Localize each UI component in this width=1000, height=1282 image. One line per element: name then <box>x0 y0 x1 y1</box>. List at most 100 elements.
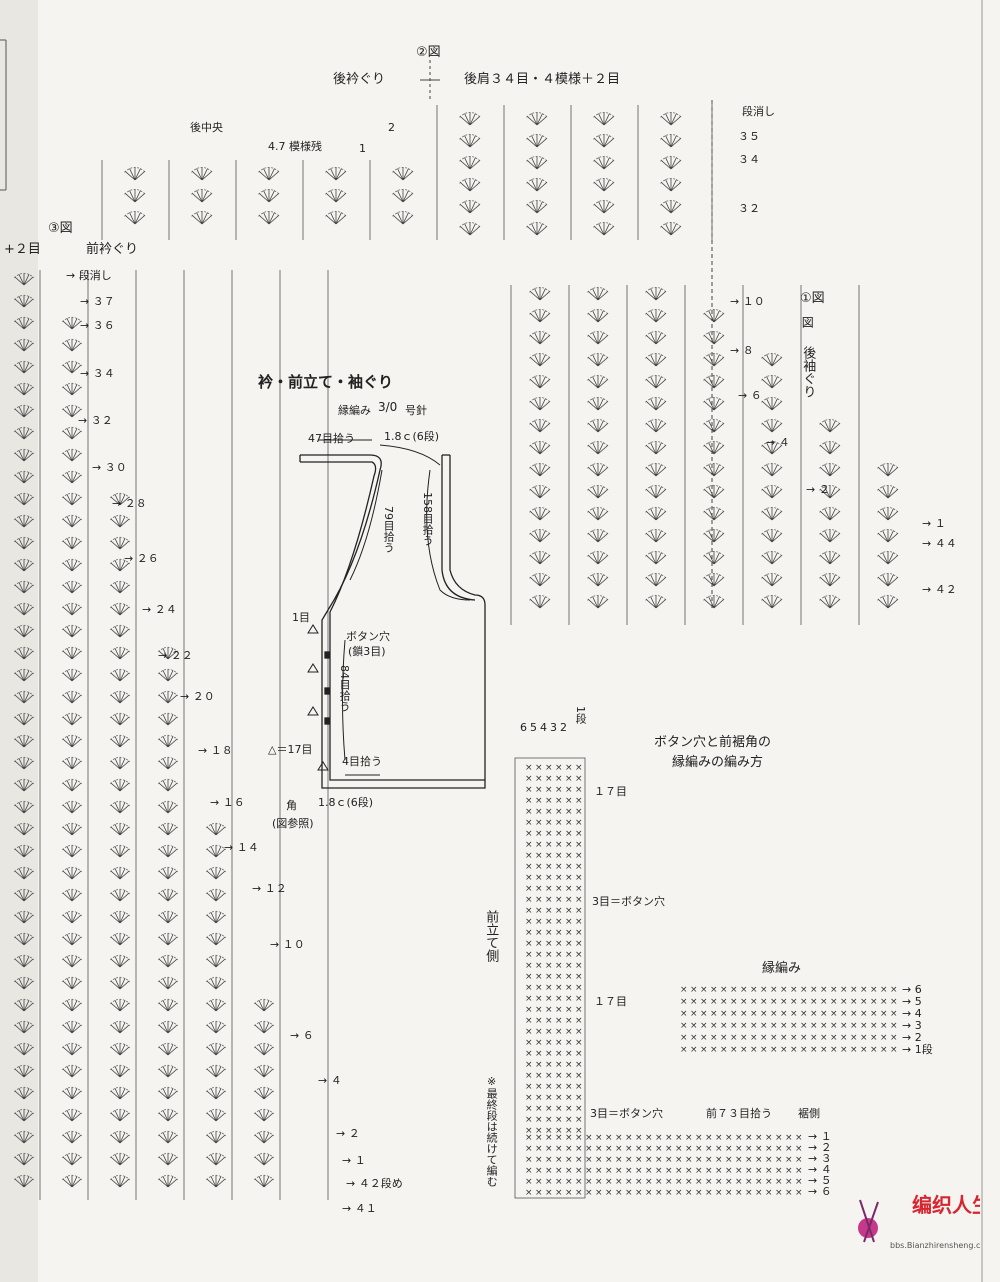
chain-arc <box>526 112 548 118</box>
sc-stitch: × <box>555 895 563 905</box>
chain-arc <box>593 222 615 228</box>
fan-stitch <box>158 779 178 792</box>
fan-stitch <box>703 419 725 433</box>
sc-stitch: × <box>820 985 828 995</box>
chain-arc <box>61 470 83 477</box>
sc-stitch: × <box>685 1144 693 1154</box>
sc-stitch: × <box>765 1166 773 1176</box>
sc-stitch: × <box>820 1009 828 1019</box>
fan-stitch <box>158 647 178 660</box>
sc-stitch: × <box>545 1188 553 1198</box>
fig1-small: 図 <box>800 316 815 328</box>
sc-stitch: × <box>595 1188 603 1198</box>
chain-arc <box>109 976 131 983</box>
chain-arc <box>645 485 667 491</box>
sc-stitch: × <box>575 873 583 883</box>
sc-stitch: × <box>755 1188 763 1198</box>
sc-stitch: × <box>700 1033 708 1043</box>
sc-stitch: × <box>675 1177 683 1187</box>
sc-stitch: × <box>535 1071 543 1081</box>
fan-stitch <box>110 955 130 968</box>
sc-stitch: × <box>705 1188 713 1198</box>
sc-stitch: × <box>565 1115 573 1125</box>
sc-stitch: × <box>575 1082 583 1092</box>
fan-stitch <box>62 515 82 528</box>
edge-row-label: → 2 <box>902 1031 922 1044</box>
chain-arc <box>109 602 131 609</box>
chain-arc <box>157 778 179 785</box>
chain-arc <box>587 507 609 513</box>
chain-arc <box>325 189 347 195</box>
pick-79-label: 79目拾う <box>382 506 396 553</box>
sc-stitch: × <box>525 1115 533 1125</box>
chain-arc <box>877 595 899 601</box>
chain-arc <box>13 866 35 873</box>
sc-stitch: × <box>545 1027 553 1037</box>
needle-label: 号針 <box>405 404 427 417</box>
fan-stitch <box>62 735 82 748</box>
sc-stitch: × <box>760 1045 768 1055</box>
sc-stitch: × <box>745 1166 753 1176</box>
chain-arc <box>258 211 280 217</box>
chain-arc <box>109 1064 131 1071</box>
sc-stitch: × <box>555 928 563 938</box>
fan-stitch <box>526 200 548 214</box>
chain-arc <box>761 551 783 557</box>
sc-stitch: × <box>565 1144 573 1154</box>
sc-stitch: × <box>575 785 583 795</box>
sc-stitch: × <box>525 1093 533 1103</box>
sc-stitch: × <box>525 983 533 993</box>
fan-stitch <box>62 603 82 616</box>
fan-stitch <box>761 353 783 367</box>
chain-arc <box>157 1064 179 1071</box>
sc-stitch: × <box>740 1021 748 1031</box>
sc-stitch: × <box>565 829 573 839</box>
fan-stitch <box>62 449 82 462</box>
sc-stitch: × <box>890 997 898 1007</box>
fan-stitch <box>526 156 548 170</box>
fig3-row-label: → ２６ <box>124 552 159 565</box>
sc-stitch: × <box>545 763 553 773</box>
edge-sample-title: 縁編み <box>762 961 802 976</box>
sc-stitch: × <box>555 840 563 850</box>
sc-stitch: × <box>535 895 543 905</box>
sc-stitch: × <box>615 1144 623 1154</box>
fan-stitch <box>158 867 178 880</box>
sc-stitch: × <box>705 1155 713 1165</box>
chain-arc <box>61 316 83 323</box>
fan-stitch <box>14 1087 34 1100</box>
chain-arc <box>13 712 35 719</box>
chain-arc <box>587 595 609 601</box>
fan-stitch <box>459 222 481 236</box>
sc-stitch: × <box>740 1045 748 1055</box>
sc-stitch: × <box>585 1177 593 1187</box>
sc-stitch: × <box>525 763 533 773</box>
fan-stitch <box>158 691 178 704</box>
fan-stitch <box>254 1153 274 1166</box>
fan-stitch <box>703 353 725 367</box>
sc-stitch: × <box>730 1009 738 1019</box>
edge-sample-grid: ××××××××××××××××××××××××××××××××××××××××… <box>680 985 898 1055</box>
fan-stitch <box>459 134 481 148</box>
sc-stitch: × <box>725 1133 733 1143</box>
logo-text: 编织人生 <box>912 1193 980 1217</box>
sc-stitch: × <box>575 1038 583 1048</box>
buttonhole-1-label: 3目＝ボタン穴 <box>592 895 665 908</box>
chain-arc <box>253 1086 275 1093</box>
fig3-row-label: → ４ <box>318 1074 342 1087</box>
sc-stitch: × <box>715 1166 723 1176</box>
chain-arc <box>109 492 131 499</box>
sc-stitch: × <box>575 895 583 905</box>
chain-arc <box>529 375 551 381</box>
chain-arc <box>587 397 609 403</box>
fan-stitch <box>254 1109 274 1122</box>
chain-arc <box>157 866 179 873</box>
chart-row-number: 5 <box>530 721 537 734</box>
chain-arc <box>587 551 609 557</box>
fan-stitch <box>877 551 899 565</box>
fan-stitch <box>14 735 34 748</box>
chain-arc <box>253 1152 275 1159</box>
sc-stitch: × <box>545 1038 553 1048</box>
fan-stitch <box>645 331 667 345</box>
fan-stitch <box>325 167 347 181</box>
